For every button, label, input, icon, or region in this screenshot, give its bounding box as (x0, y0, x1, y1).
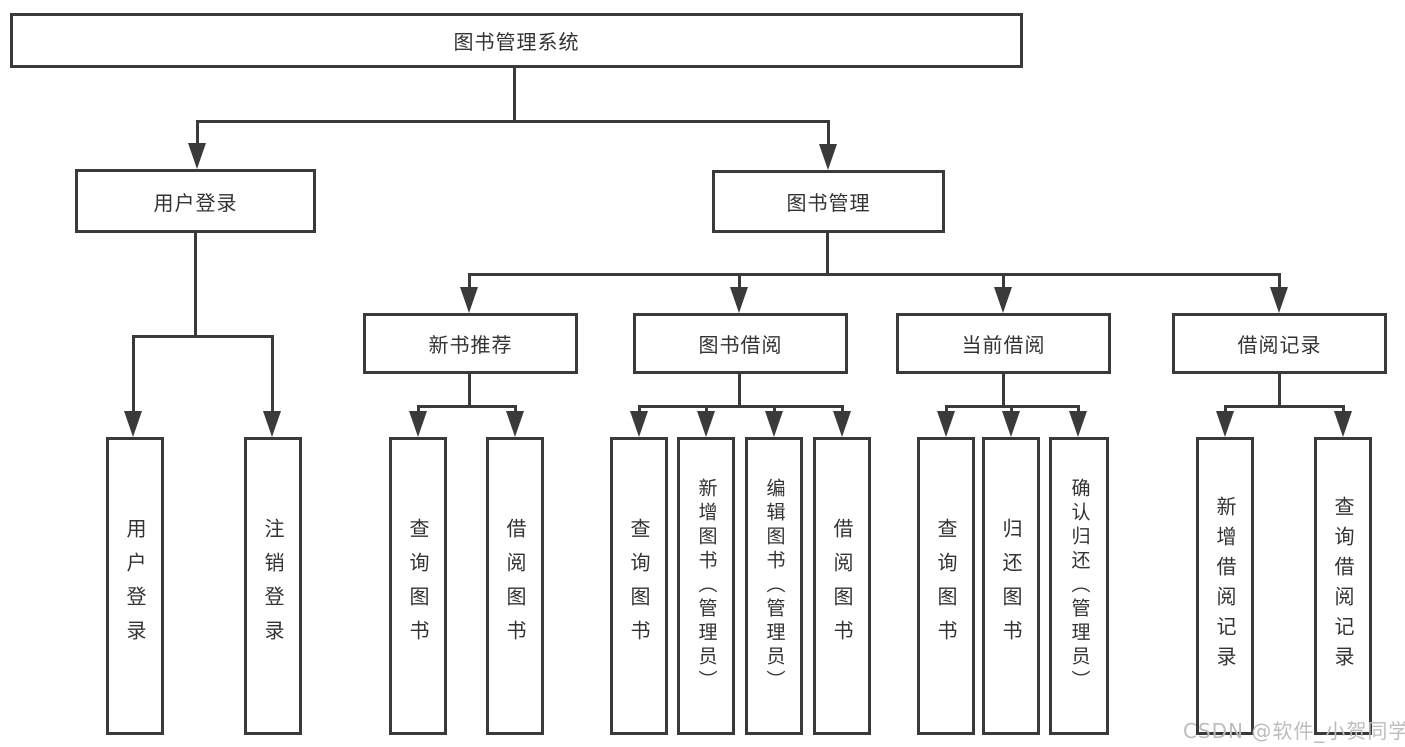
leaf-label: 新增图书（管理员） (695, 478, 718, 694)
connector-arrowhead (1216, 411, 1234, 437)
node-label: 当前借阅 (961, 333, 1046, 357)
connector-vline (271, 335, 274, 415)
leaf-query-books-current: 查询图书 (917, 437, 975, 735)
connector-vline (468, 374, 471, 408)
connector-vline (196, 120, 199, 146)
connector-arrowhead (188, 143, 206, 169)
connector-vline (513, 68, 516, 122)
connector-vline (705, 405, 708, 415)
node-label: 新书推荐 (428, 333, 513, 357)
leaf-return-books: 归还图书 (982, 437, 1040, 735)
connector-hline (468, 273, 1281, 276)
leaf-label: 编辑图书（管理员） (763, 478, 786, 694)
connector-arrowhead (765, 411, 783, 437)
connector-arrowhead (124, 411, 142, 437)
leaf-confirm-return-admin: 确认归还（管理员） (1049, 437, 1109, 735)
node-label: 图书管理系统 (453, 30, 580, 54)
node-user-login: 用户登录 (75, 169, 316, 233)
leaf-label: 查询图书 (627, 518, 651, 654)
connector-arrowhead (819, 144, 837, 170)
leaf-borrow-books-recommend: 借阅图书 (486, 437, 544, 735)
connector-arrowhead (263, 411, 281, 437)
connector-vline (1278, 374, 1281, 408)
connector-vline (738, 273, 741, 291)
leaf-label: 新增借阅记录 (1213, 496, 1237, 676)
connector-vline (638, 405, 641, 415)
connector-hline (417, 405, 517, 408)
connector-arrowhead (460, 287, 478, 313)
node-label: 图书借阅 (698, 333, 783, 357)
leaf-label: 借阅图书 (830, 518, 854, 654)
node-label: 借阅记录 (1237, 333, 1322, 357)
leaf-label: 确认归还（管理员） (1068, 478, 1091, 694)
leaf-logout: 注销登录 (244, 437, 302, 735)
node-library-management-system: 图书管理系统 (10, 13, 1023, 68)
node-book-management: 图书管理 (712, 170, 945, 233)
connector-hline (1224, 405, 1345, 408)
leaf-label: 借阅图书 (503, 518, 527, 654)
connector-arrowhead (1270, 287, 1288, 313)
leaf-edit-books-admin: 编辑图书（管理员） (745, 437, 803, 735)
leaf-label: 查询借阅记录 (1331, 496, 1355, 676)
leaf-query-borrow-record: 查询借阅记录 (1314, 437, 1372, 735)
connector-vline (132, 335, 135, 415)
connector-arrowhead (630, 411, 648, 437)
connector-vline (1278, 273, 1281, 291)
leaf-label: 用户登录 (123, 518, 147, 654)
connector-vline (738, 374, 741, 408)
connector-hline (196, 120, 830, 123)
leaf-query-books-recommend: 查询图书 (389, 437, 447, 735)
connector-vline (773, 405, 776, 415)
connector-vline (841, 405, 844, 415)
connector-vline (1002, 273, 1005, 291)
connector-vline (945, 405, 948, 415)
leaf-query-books-borrowing: 查询图书 (610, 437, 668, 735)
leaf-borrow-books-borrowing: 借阅图书 (813, 437, 871, 735)
leaf-user-login: 用户登录 (106, 437, 164, 735)
connector-arrowhead (730, 287, 748, 313)
connector-arrowhead (506, 411, 524, 437)
node-label: 用户登录 (153, 190, 238, 215)
connector-vline (194, 233, 197, 337)
leaf-add-books-admin: 新增图书（管理员） (677, 437, 735, 735)
connector-vline (468, 273, 471, 291)
leaf-label: 查询图书 (406, 518, 430, 654)
leaf-label: 查询图书 (934, 518, 958, 654)
connector-arrowhead (697, 411, 715, 437)
connector-vline (1010, 405, 1013, 415)
leaf-add-borrow-record: 新增借阅记录 (1196, 437, 1254, 735)
connector-vline (1224, 405, 1227, 415)
connector-hline (132, 335, 274, 338)
connector-arrowhead (1069, 411, 1087, 437)
connector-arrowhead (1334, 411, 1352, 437)
connector-arrowhead (937, 411, 955, 437)
connector-arrowhead (994, 287, 1012, 313)
node-book-borrowing: 图书借阅 (633, 313, 848, 374)
connector-vline (827, 120, 830, 146)
connector-arrowhead (409, 411, 427, 437)
node-borrowing-records: 借阅记录 (1172, 313, 1387, 374)
connector-vline (1002, 374, 1005, 408)
leaf-label: 注销登录 (261, 518, 285, 654)
connector-vline (826, 233, 829, 275)
connector-hline (638, 405, 844, 408)
connector-vline (514, 405, 517, 415)
csdn-watermark: CSDN @软件_小贺同学 (1183, 719, 1405, 743)
node-current-borrowing: 当前借阅 (896, 313, 1111, 374)
connector-vline (1342, 405, 1345, 415)
connector-arrowhead (833, 411, 851, 437)
leaf-label: 归还图书 (999, 518, 1023, 654)
connector-arrowhead (1002, 411, 1020, 437)
node-label: 图书管理 (786, 191, 871, 215)
connector-vline (1077, 405, 1080, 415)
node-new-book-recommendation: 新书推荐 (363, 313, 578, 374)
connector-vline (417, 405, 420, 415)
